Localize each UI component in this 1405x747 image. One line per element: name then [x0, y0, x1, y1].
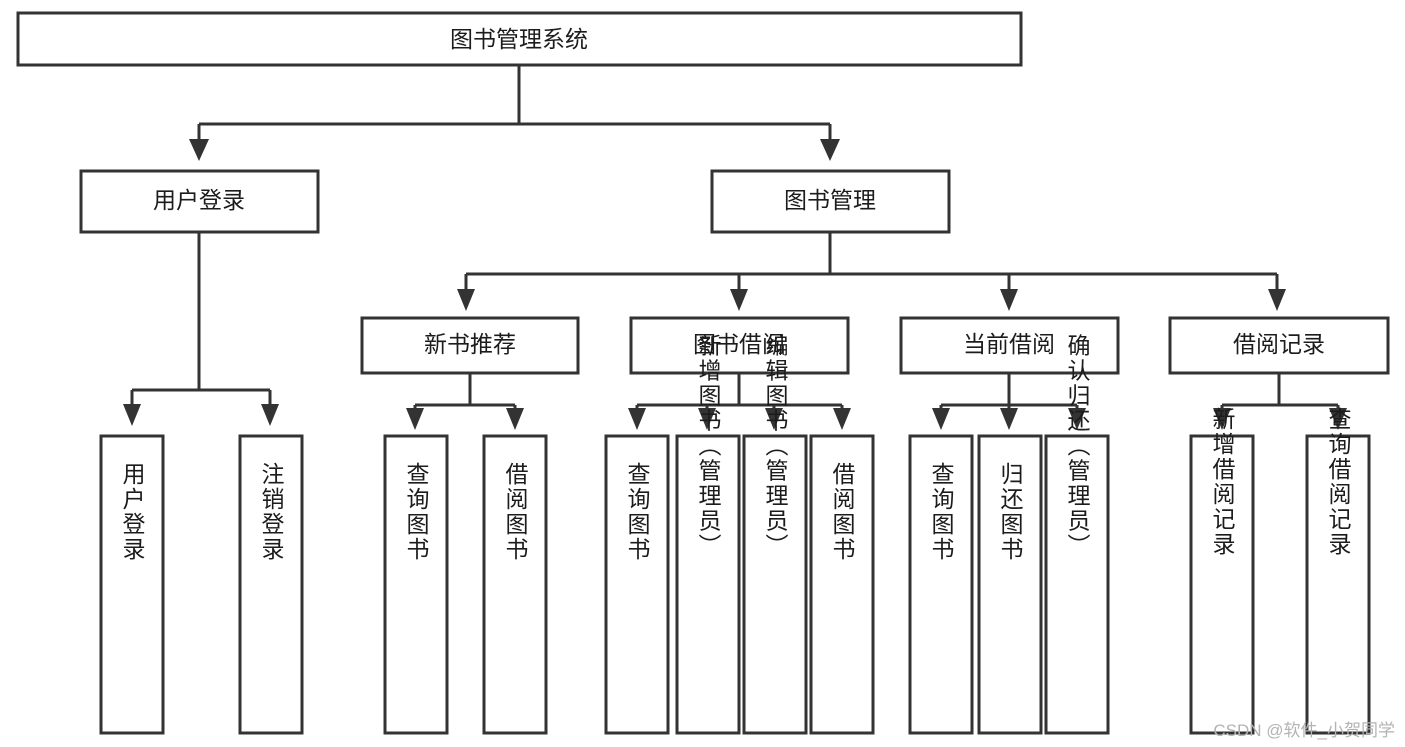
node-leaf-query-book-2[interactable]: 查询图书	[604, 434, 670, 735]
node-new-book-recommend-label: 新书推荐	[424, 331, 516, 357]
node-leaf-return-book-box[interactable]	[977, 434, 1043, 735]
node-user-login-label: 用户登录	[153, 187, 245, 213]
node-book-borrow-label: 图书借阅	[693, 331, 785, 357]
node-leaf-user-login-label: 用户登录	[119, 462, 146, 562]
node-leaf-add-record-label: 新增借阅记录	[1209, 407, 1236, 557]
node-current-borrow-box[interactable]	[899, 316, 1120, 375]
node-leaf-query-record-label: 查询借阅记录	[1325, 407, 1352, 557]
node-leaf-borrow-book-1-box[interactable]	[482, 434, 548, 735]
node-book-borrow[interactable]: 图书借阅	[629, 316, 850, 375]
node-leaf-borrow-book-1-label: 借阅图书	[502, 462, 529, 562]
edge-group-borrow-record	[1213, 373, 1347, 430]
node-leaf-query-book-1-box[interactable]	[383, 434, 449, 735]
node-leaf-logout[interactable]: 注销登录	[238, 434, 304, 735]
node-leaf-borrow-book-1[interactable]: 借阅图书	[482, 434, 548, 735]
node-leaf-query-book-3-box[interactable]	[908, 434, 974, 735]
edge-group-book-borrow	[628, 373, 851, 430]
node-book-management-box[interactable]	[710, 169, 951, 234]
node-leaf-add-book[interactable]: 新增图书（管理员）	[675, 334, 741, 735]
node-root-box[interactable]	[16, 11, 1023, 67]
node-leaf-logout-label: 注销登录	[258, 462, 285, 562]
node-borrow-record[interactable]: 借阅记录	[1168, 316, 1390, 375]
node-leaf-query-book-2-label: 查询图书	[624, 462, 651, 562]
node-leaf-add-book-label: 新增图书（管理员）	[695, 334, 722, 559]
arrow-borrow-record	[1268, 289, 1286, 311]
node-leaf-query-book-1[interactable]: 查询图书	[383, 434, 449, 735]
node-leaf-return-book-label: 归还图书	[997, 462, 1024, 562]
node-book-management[interactable]: 图书管理	[710, 169, 951, 234]
arrow-leaf-add-record	[1213, 408, 1231, 430]
node-leaf-user-login[interactable]: 用户登录	[99, 434, 165, 735]
arrow-leaf-user-login	[123, 404, 141, 426]
arrow-leaf-edit-book	[765, 408, 783, 430]
node-leaf-confirm-return-label: 确认归还（管理员）	[1064, 334, 1091, 559]
node-borrow-record-box[interactable]	[1168, 316, 1390, 375]
node-leaf-query-book-1-label: 查询图书	[403, 462, 430, 562]
arrow-new-book-recommend	[457, 289, 475, 311]
node-leaf-query-record[interactable]: 查询借阅记录	[1305, 407, 1371, 735]
node-leaf-add-book-box[interactable]	[675, 434, 741, 735]
arrow-book-management	[820, 139, 840, 161]
node-leaf-confirm-return[interactable]: 确认归还（管理员）	[1044, 334, 1110, 735]
arrow-leaf-query-book-2	[628, 408, 646, 430]
arrow-leaf-add-book	[698, 408, 716, 430]
node-borrow-record-label: 借阅记录	[1233, 331, 1325, 357]
node-leaf-user-login-box[interactable]	[99, 434, 165, 735]
arrow-leaf-borrow-book-2	[833, 408, 851, 430]
node-current-borrow-label: 当前借阅	[963, 331, 1055, 357]
edge-group-new-book-recommend	[406, 373, 524, 430]
arrow-leaf-borrow-book-1	[506, 408, 524, 430]
arrow-user-login	[189, 139, 209, 161]
node-book-management-label: 图书管理	[784, 187, 876, 213]
node-current-borrow[interactable]: 当前借阅	[899, 316, 1120, 375]
node-leaf-borrow-book-2-box[interactable]	[809, 434, 875, 735]
node-new-book-recommend-box[interactable]	[360, 316, 580, 375]
arrow-leaf-confirm-return	[1068, 408, 1086, 430]
node-leaf-query-book-2-box[interactable]	[604, 434, 670, 735]
node-leaf-borrow-book-2[interactable]: 借阅图书	[809, 434, 875, 735]
node-user-login-box[interactable]	[79, 169, 320, 234]
node-leaf-return-book[interactable]: 归还图书	[977, 434, 1043, 735]
edge-group-book-management	[457, 232, 1286, 311]
node-root-label: 图书管理系统	[450, 26, 588, 52]
node-leaf-edit-book-box[interactable]	[742, 434, 808, 735]
arrow-leaf-return-book	[1000, 408, 1018, 430]
node-leaf-query-book-3-label: 查询图书	[928, 462, 955, 562]
node-leaf-query-book-3[interactable]: 查询图书	[908, 434, 974, 735]
arrow-leaf-logout	[261, 404, 279, 426]
node-new-book-recommend[interactable]: 新书推荐	[360, 316, 580, 375]
arrow-leaf-query-book-3	[932, 408, 950, 430]
node-leaf-borrow-book-2-label: 借阅图书	[829, 462, 856, 562]
edge-group-root	[189, 65, 840, 161]
node-leaf-add-record-box[interactable]	[1189, 434, 1255, 735]
edge-group-current-borrow	[932, 373, 1086, 430]
arrow-current-borrow	[1000, 289, 1018, 311]
node-book-borrow-box[interactable]	[629, 316, 850, 375]
node-leaf-edit-book[interactable]: 编辑图书（管理员）	[742, 334, 808, 735]
node-leaf-query-record-box[interactable]	[1305, 434, 1371, 735]
node-user-login[interactable]: 用户登录	[79, 169, 320, 234]
node-leaf-add-record[interactable]: 新增借阅记录	[1189, 407, 1255, 735]
arrow-leaf-query-book-1	[406, 408, 424, 430]
node-leaf-edit-book-label: 编辑图书（管理员）	[762, 334, 789, 559]
node-root[interactable]: 图书管理系统	[16, 11, 1023, 67]
arrow-book-borrow	[730, 289, 748, 311]
arrow-leaf-query-record	[1329, 408, 1347, 430]
node-leaf-logout-box[interactable]	[238, 434, 304, 735]
edge-group-user-login	[123, 232, 279, 426]
node-leaf-confirm-return-box[interactable]	[1044, 434, 1110, 735]
